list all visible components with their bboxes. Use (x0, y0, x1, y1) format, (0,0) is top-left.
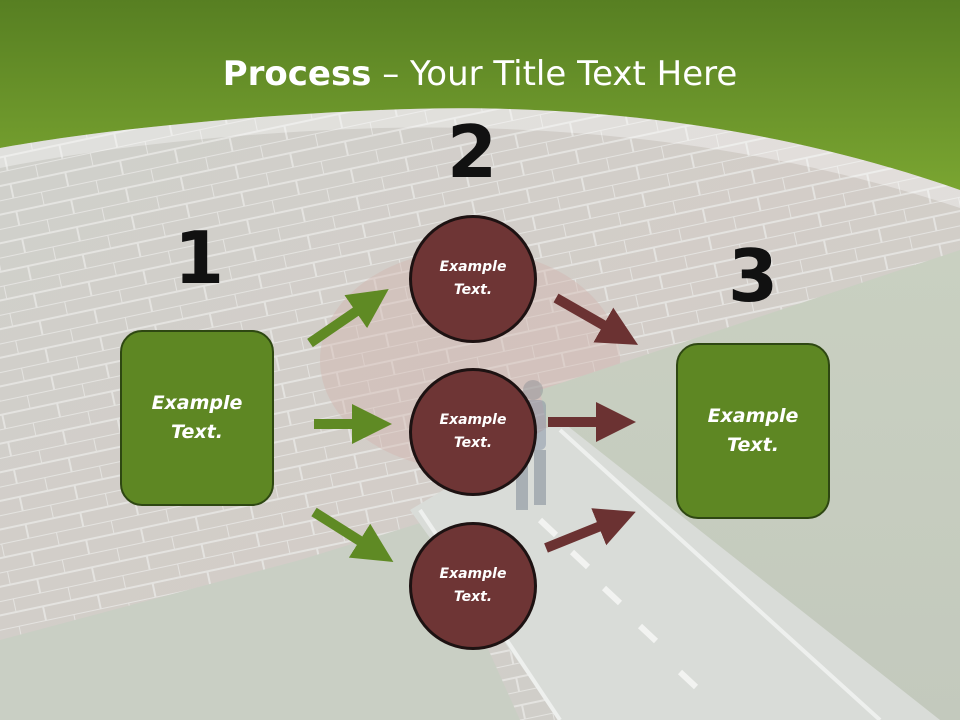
circle-top: Example Text. (409, 215, 537, 343)
circle-middle-text: Example Text. (439, 412, 507, 451)
step-number-1: 1 (173, 216, 225, 300)
input-box-text: Example Text. (151, 392, 243, 443)
circle-bottom-text: Example Text. (439, 566, 507, 605)
circle-middle: Example Text. (409, 368, 537, 496)
circle-top-text: Example Text. (439, 259, 507, 298)
step-number-3: 3 (727, 234, 779, 318)
step-number-2: 2 (446, 110, 498, 194)
title-bold: Process (222, 54, 372, 94)
slide-title: Process – Your Title Text Here (0, 52, 960, 96)
title-rest: – Your Title Text Here (371, 54, 738, 94)
circle-bottom: Example Text. (409, 522, 537, 650)
output-box: Example Text. (676, 343, 830, 519)
input-box: Example Text. (120, 330, 274, 506)
output-box-text: Example Text. (707, 405, 799, 456)
